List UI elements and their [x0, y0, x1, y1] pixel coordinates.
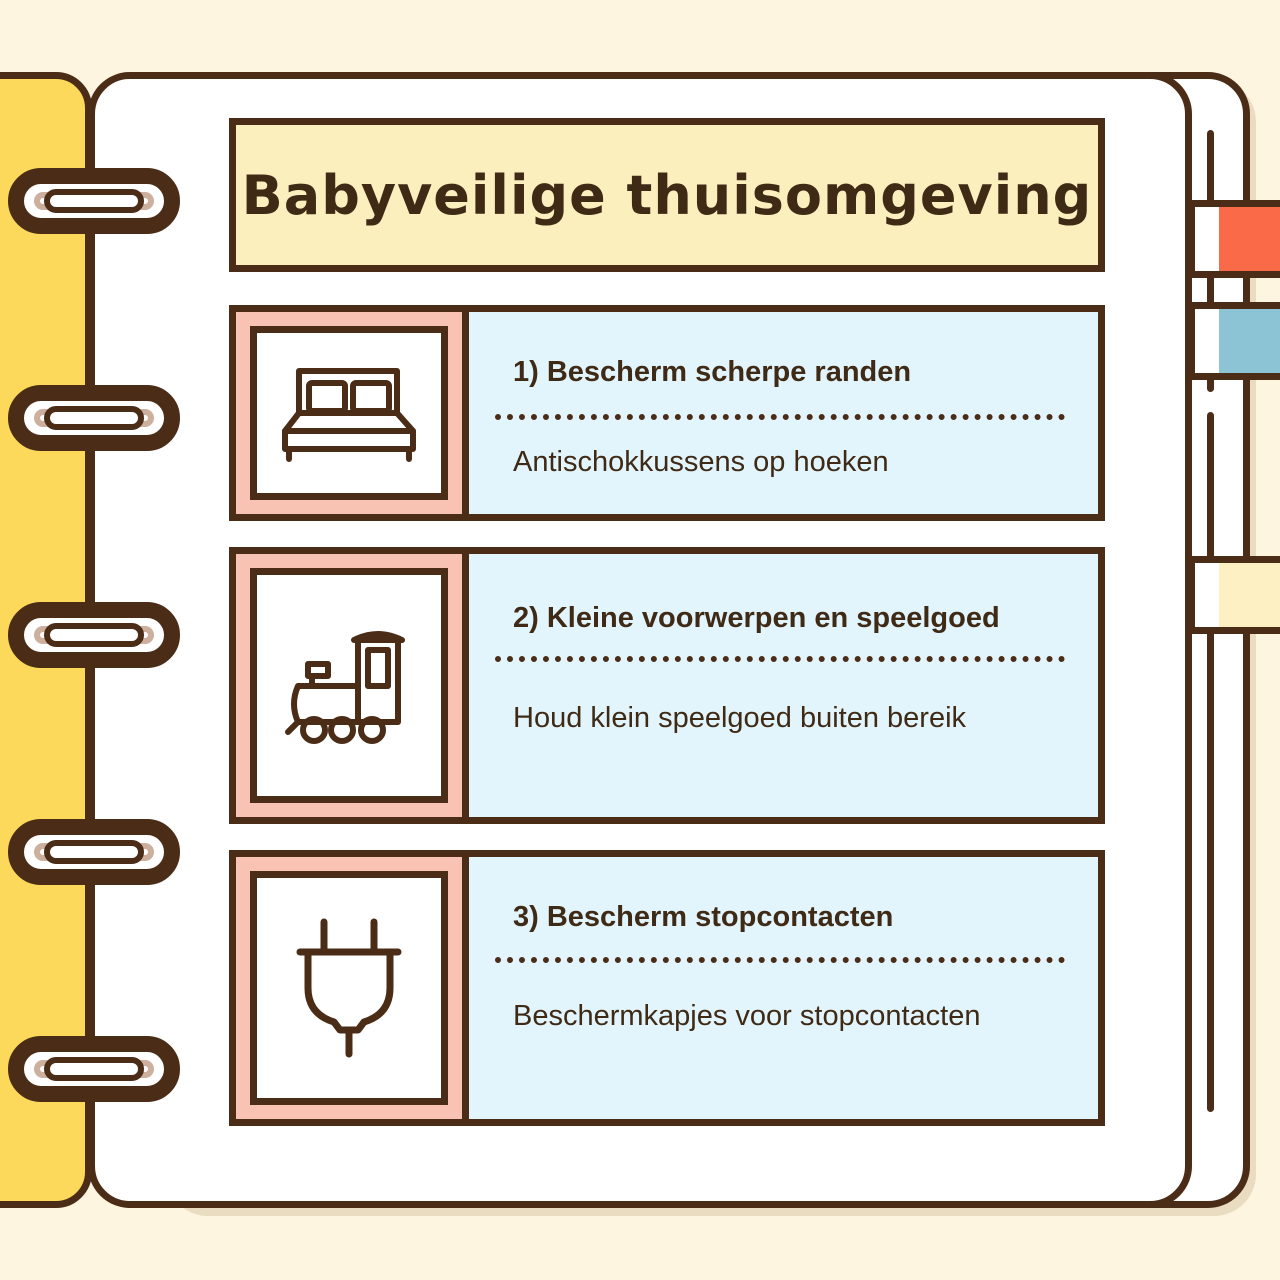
index-tab-red	[1188, 200, 1280, 278]
tip-heading: 1) Bescherm scherpe randen	[513, 356, 912, 388]
page-title: Babyveilige thuisomgeving	[241, 163, 1093, 227]
icon-frame	[236, 312, 469, 514]
icon-frame	[236, 554, 469, 817]
bed-icon	[282, 368, 416, 462]
binder-ring	[8, 602, 180, 668]
dotted-divider	[495, 656, 1065, 662]
binder-ring	[8, 385, 180, 451]
tip-heading: 3) Bescherm stopcontacten	[513, 901, 894, 933]
tip-description: Antischokkussens op hoeken	[513, 446, 889, 478]
toy-train-icon	[285, 630, 405, 744]
tip-description: Beschermkapjes voor stopcontacten	[513, 1000, 981, 1032]
tip-heading: 2) Kleine voorwerpen en speelgoed	[513, 602, 1000, 634]
tip-description: Houd klein speelgoed buiten bereik	[513, 702, 967, 734]
index-tab-cream	[1188, 556, 1280, 634]
electric-plug-icon	[296, 918, 402, 1058]
tip-card-1: 1) Bescherm scherpe randen Antischokkuss…	[229, 305, 1105, 521]
tip-card-3: 3) Bescherm stopcontacten Beschermkapjes…	[229, 850, 1105, 1126]
binder-ring	[8, 819, 180, 885]
binder-ring	[8, 168, 180, 234]
dotted-divider	[495, 414, 1065, 420]
title-banner: Babyveilige thuisomgeving	[229, 118, 1105, 272]
icon-frame	[236, 857, 469, 1119]
dotted-divider	[495, 957, 1065, 963]
index-tab-blue	[1188, 302, 1280, 380]
tip-card-2: 2) Kleine voorwerpen en speelgoed Houd k…	[229, 547, 1105, 824]
back-page-edge-line	[1207, 412, 1214, 1112]
binder-ring	[8, 1036, 180, 1102]
